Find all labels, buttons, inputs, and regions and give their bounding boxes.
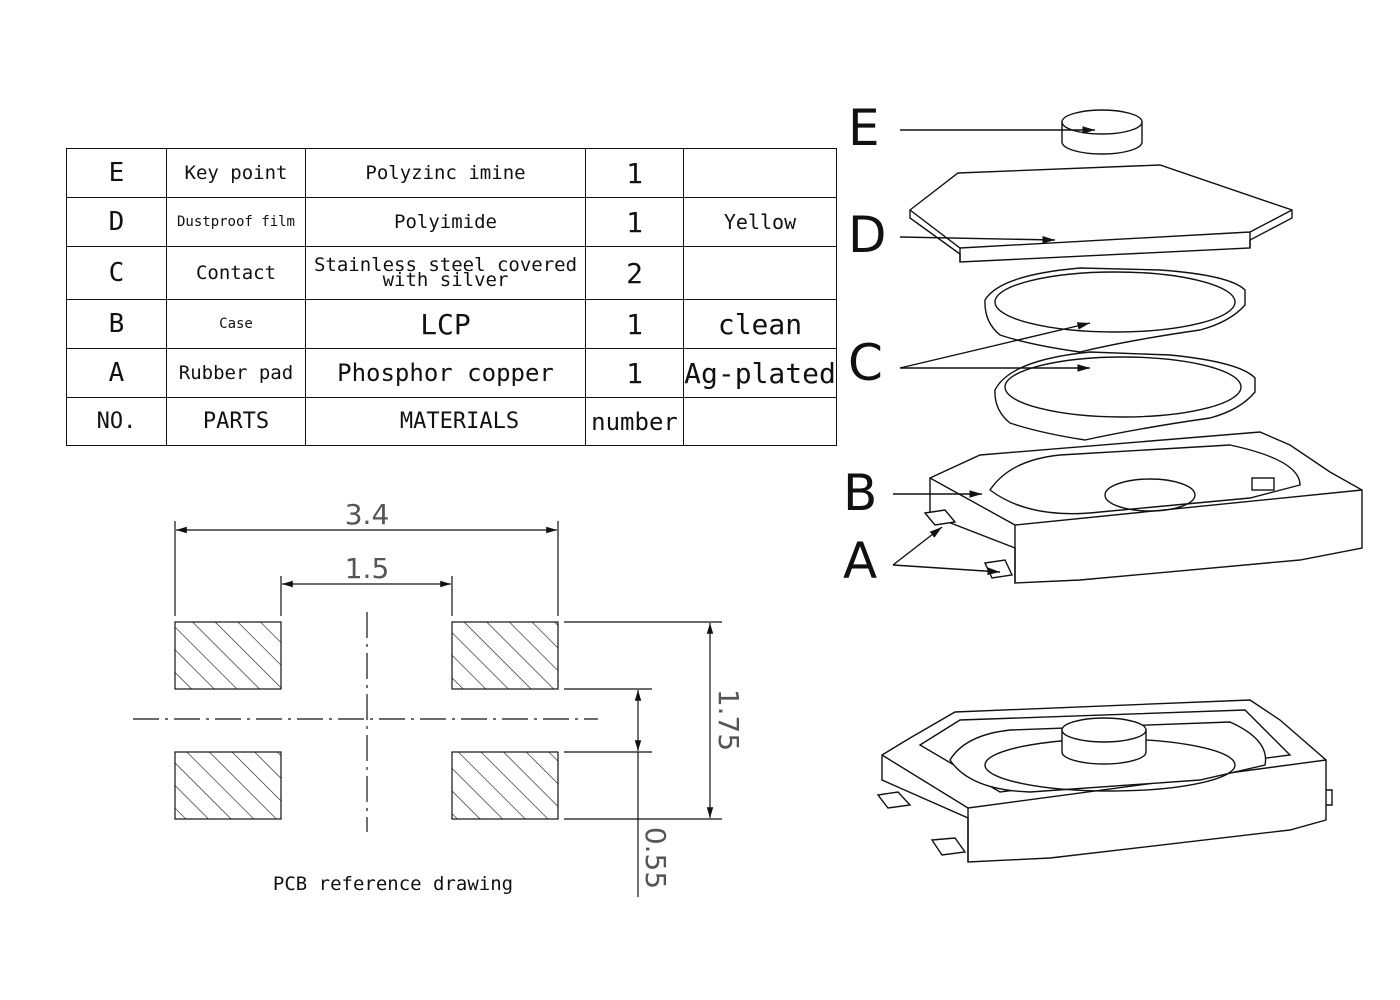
- row-note: Yellow: [683, 197, 837, 247]
- exploded-view: [892, 109, 1363, 584]
- dim-label-0-55: 0.55: [639, 827, 672, 889]
- leader-lines: [892, 126, 1095, 575]
- table-row: B Case LCP 1 clean: [66, 299, 837, 349]
- table-header-row: NO. PARTS MATERIALS number: [66, 397, 837, 446]
- header-no: NO.: [66, 397, 167, 446]
- row-no: B: [66, 299, 167, 349]
- pcb-pad-top-left: [174, 621, 282, 690]
- table-row: E Key point Polyzinc imine 1: [66, 148, 837, 198]
- row-number: 2: [585, 246, 684, 300]
- label-b: B: [843, 464, 877, 522]
- part-e-key-point: [1061, 109, 1143, 155]
- part-d-dustproof-film: [909, 164, 1293, 263]
- row-no: E: [66, 148, 167, 198]
- pcb-pad-bottom-left: [174, 751, 282, 820]
- row-material: Phosphor copper: [305, 348, 586, 398]
- pcb-reference-drawing: [133, 521, 722, 897]
- row-material: LCP: [305, 299, 586, 349]
- label-e: E: [848, 99, 880, 157]
- row-number: 1: [585, 148, 684, 198]
- row-note: [683, 246, 837, 300]
- dim-label-3-4: 3.4: [345, 498, 390, 531]
- label-a: A: [843, 532, 877, 590]
- row-part: Contact: [166, 246, 306, 300]
- table-row: C Contact Stainless steel covered with s…: [66, 246, 837, 300]
- header-materials: MATERIALS: [305, 397, 586, 446]
- assembled-view: [876, 699, 1333, 863]
- label-d: D: [848, 206, 887, 264]
- pcb-caption: PCB reference drawing: [273, 873, 513, 895]
- part-c-contact-lower: [994, 351, 1256, 441]
- row-part: Key point: [166, 148, 306, 198]
- pcb-pad-top-right: [451, 621, 559, 690]
- material-line-2: with silver: [382, 269, 509, 291]
- header-parts: PARTS: [166, 397, 306, 446]
- pcb-pad-bottom-right: [451, 751, 559, 820]
- dim-label-1-5: 1.5: [345, 552, 390, 585]
- table-row: D Dustproof film Polyimide 1 Yellow: [66, 197, 837, 247]
- part-b-case: [929, 431, 1363, 584]
- row-material: Polyimide: [305, 197, 586, 247]
- row-note: clean: [683, 299, 837, 349]
- part-c-contact-upper: [984, 267, 1246, 353]
- parts-table: E Key point Polyzinc imine 1 D Dustproof…: [66, 148, 837, 446]
- label-c: C: [848, 334, 883, 392]
- dim-label-1-75: 1.75: [712, 689, 745, 751]
- header-note: [683, 397, 837, 446]
- row-part: Dustproof film: [166, 197, 306, 247]
- material-line-1: Stainless steel covered: [313, 254, 578, 276]
- row-part: Case: [166, 299, 306, 349]
